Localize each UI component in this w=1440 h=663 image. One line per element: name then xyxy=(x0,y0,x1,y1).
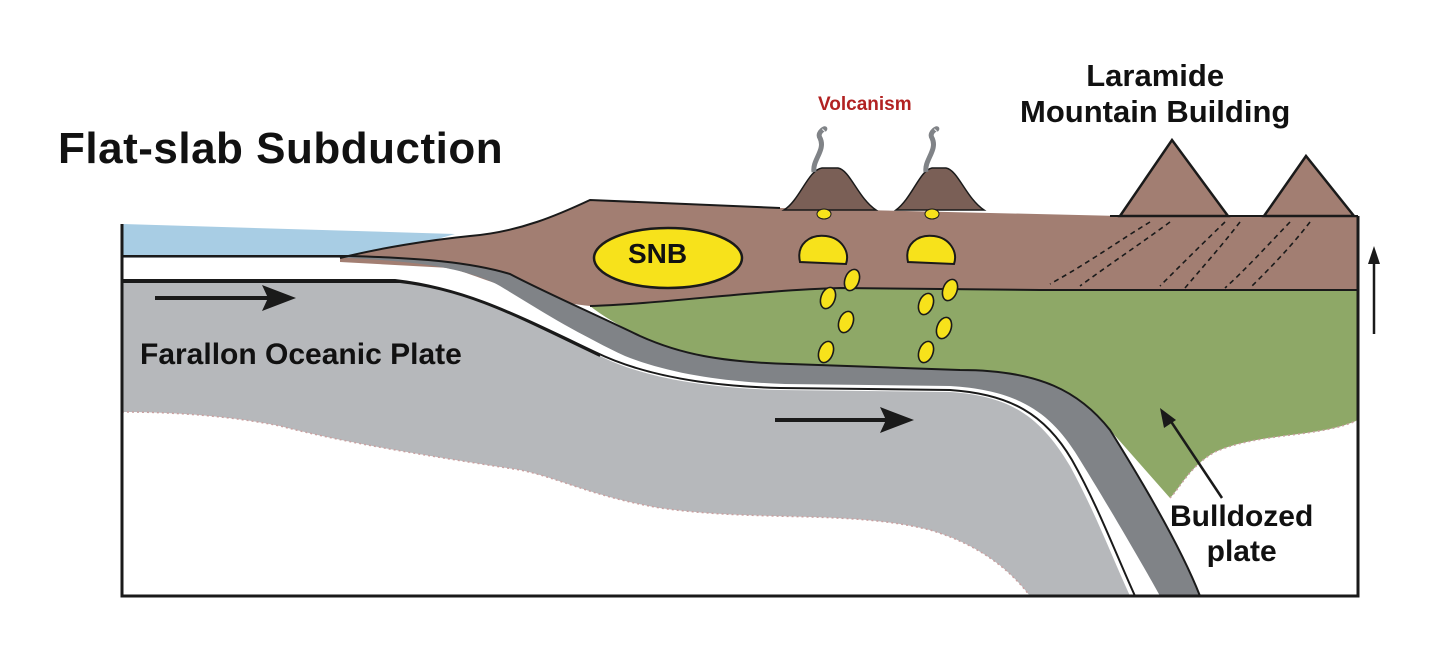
oceanic-crust-bottom-line xyxy=(122,279,1136,597)
volcano-icon xyxy=(781,126,879,220)
laramide-label-line2: Mountain Building xyxy=(1020,93,1291,129)
thrust-faults xyxy=(1049,221,1311,289)
diagram-title: Flat-slab Subduction xyxy=(58,124,504,173)
arrow-up-icon xyxy=(1368,246,1380,334)
bulldozed-plate-label: Bulldozed plate xyxy=(1170,500,1313,569)
mantle-lithosphere xyxy=(590,288,1358,498)
bulldozed-pointer-arrow xyxy=(1160,408,1224,499)
volcanism-label: Volcanism xyxy=(818,94,912,115)
arrow-right-icon xyxy=(775,407,914,433)
bulldozed-label-line1: Bulldozed xyxy=(1170,500,1314,533)
oceanic-plate xyxy=(122,282,1130,596)
volcano-icon xyxy=(893,126,987,220)
laramide-mountain-left xyxy=(1117,137,1231,218)
arrow-right-icon xyxy=(155,285,296,311)
mantle-base-line xyxy=(1169,419,1359,499)
slab-top-line xyxy=(122,255,1201,597)
snb-batholith xyxy=(592,226,744,290)
crust-base-line xyxy=(589,286,1358,307)
continental-crust xyxy=(340,200,1358,306)
bulldozed-label-line2: plate xyxy=(1206,534,1277,568)
laramide-label-line1: Laramide xyxy=(1086,58,1225,93)
ocean-water xyxy=(122,224,455,256)
magma-chamber-left xyxy=(798,234,848,266)
snb-label: SNB xyxy=(628,238,688,269)
farallon-plate-label: Farallon Oceanic Plate xyxy=(140,338,462,371)
magma-blobs xyxy=(817,268,959,364)
laramide-mountain-right xyxy=(1261,153,1357,218)
asthenosphere-line xyxy=(121,411,1031,597)
frame-border xyxy=(120,216,1360,598)
crust-surface-line xyxy=(339,198,781,259)
magma-chamber-right xyxy=(906,234,956,266)
laramide-label: Laramide Mountain Building xyxy=(1020,58,1290,129)
